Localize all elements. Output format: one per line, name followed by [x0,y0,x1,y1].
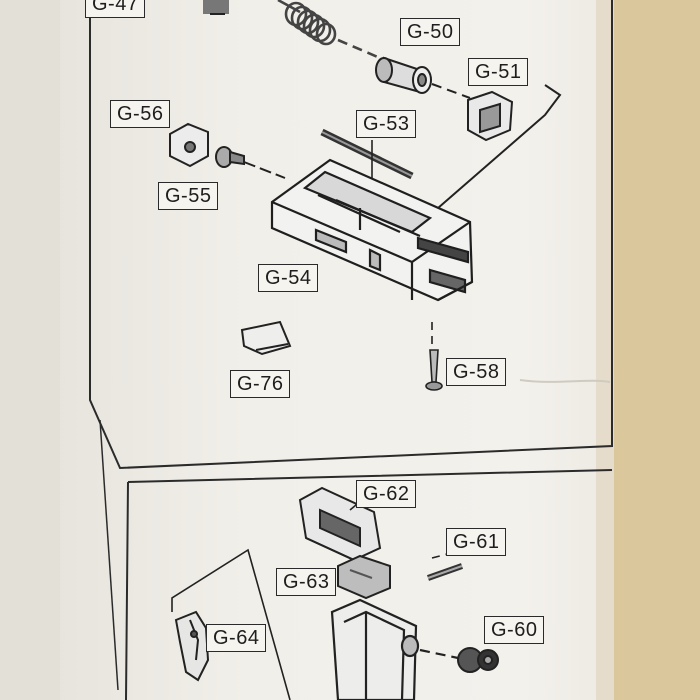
background-wood [612,0,700,700]
part-g54-drawing [270,158,474,302]
part-g51-drawing [467,90,514,142]
label-g47: G-47 [85,0,146,18]
part-g58-drawing [425,322,443,391]
label-g76: G-76 [230,370,291,398]
part-g55-drawing [215,146,286,179]
left-panel-edge [99,419,119,691]
part-g50-drawing [375,56,471,99]
label-g54: G-54 [258,264,319,292]
magazine-drawing [330,598,459,700]
lower-panel-frame [125,469,613,700]
part-g64-drawing [174,610,210,682]
g64-bracket [171,548,291,700]
part-g60-drawing [457,647,499,673]
label-g62: G-62 [356,480,417,508]
paper-right-edge [596,0,614,700]
label-g61: G-61 [446,528,507,556]
label-g56: G-56 [110,100,171,128]
label-g53: G-53 [356,110,417,138]
label-g50: G-50 [400,18,461,46]
part-g56-drawing [169,122,209,168]
label-g60: G-60 [484,616,545,644]
label-g55: G-55 [158,182,219,210]
part-g63-drawing [337,554,391,600]
label-g63: G-63 [276,568,337,596]
upper-panel-frame [89,0,613,470]
spring-part [277,0,381,60]
g51-leader-line [429,84,562,216]
part-g47-drawing [203,0,229,15]
paper-crease [519,379,611,383]
part-g76-drawing [240,320,292,356]
part-g53-drawing [320,128,414,180]
label-g51: G-51 [468,58,529,86]
background-left-strip [0,0,60,700]
label-g58: G-58 [446,358,507,386]
label-g64: G-64 [206,624,267,652]
